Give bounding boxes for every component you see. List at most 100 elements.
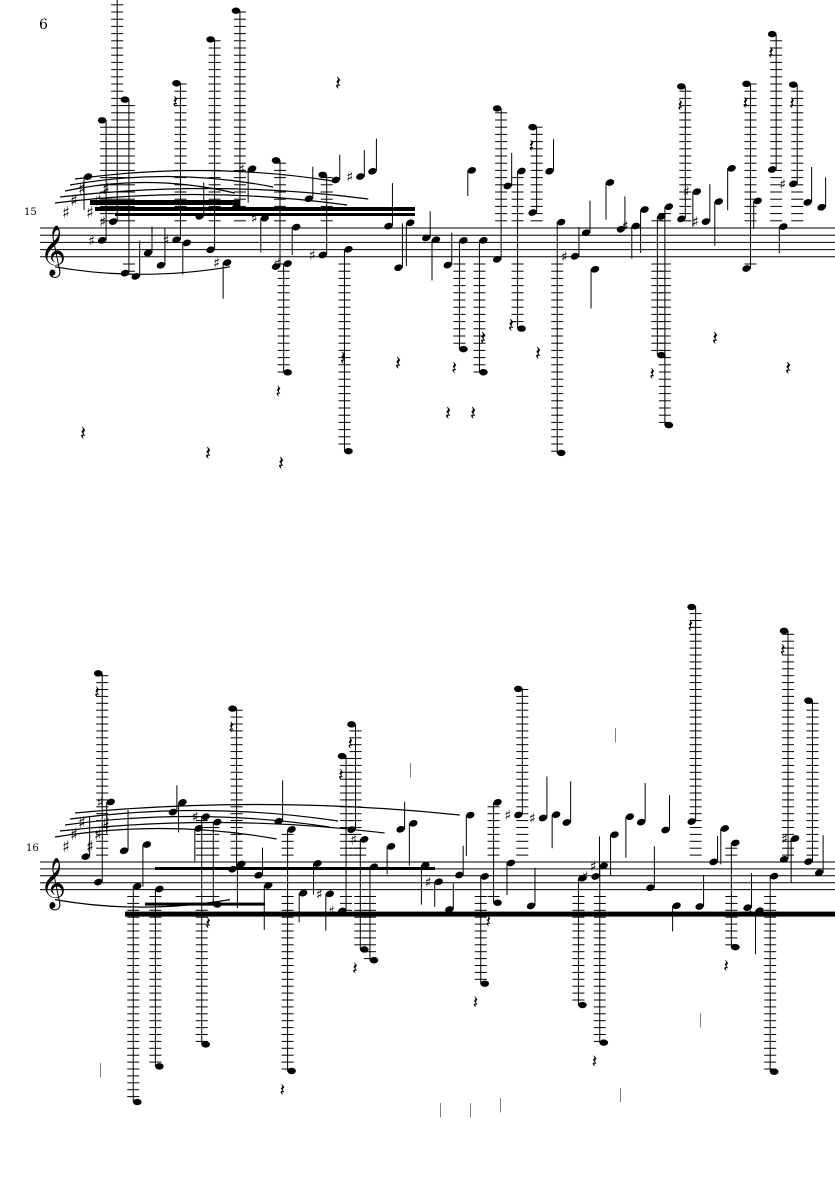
note-head (727, 164, 736, 172)
quarter-rest: 𝄽 (348, 733, 354, 754)
sharp-accidental: ♯ (97, 795, 104, 811)
quarter-rest: 𝄽 (723, 956, 729, 977)
note-head (779, 856, 789, 863)
sharp-accidental: ♯ (62, 837, 70, 856)
sharp-accidental: ♯ (70, 191, 78, 210)
slur (54, 266, 231, 275)
measure-number-16: 16 (26, 843, 39, 854)
note-head (599, 1039, 609, 1046)
note-head (422, 234, 431, 242)
note-head (94, 878, 103, 886)
note-head (132, 1098, 142, 1106)
note-head (201, 813, 210, 821)
note-head (206, 246, 215, 254)
note-head (194, 825, 204, 832)
slur (64, 181, 235, 194)
sharp-accidental: ♯ (62, 203, 70, 222)
note-head (396, 825, 405, 833)
slur (74, 169, 334, 182)
note-head (337, 907, 347, 915)
note-head (599, 862, 608, 870)
note-head (83, 173, 93, 180)
note-head (467, 167, 476, 174)
note-head (142, 841, 152, 848)
note-head (274, 817, 283, 825)
sharp-accidental: ♯ (213, 256, 220, 272)
note-head (803, 199, 812, 206)
note-head (578, 1001, 587, 1009)
note-head (610, 831, 619, 839)
note-head (479, 236, 488, 244)
note-head (318, 171, 327, 179)
note-head (318, 251, 327, 259)
note-head (779, 627, 789, 635)
note-head (570, 252, 580, 260)
note-head (356, 173, 365, 180)
note-head (178, 799, 187, 806)
note-head (769, 1068, 779, 1075)
note-head (283, 369, 292, 376)
note-head (172, 236, 181, 244)
note-head (528, 123, 537, 131)
quarter-rest: 𝄽 (352, 958, 358, 979)
note-head (767, 30, 777, 38)
note-head (731, 839, 740, 847)
sharp-accidental: ♯ (622, 219, 629, 235)
beam (115, 213, 415, 216)
note-head (631, 222, 640, 230)
grace-rest-cluster: 𝅥 (470, 1101, 471, 1126)
note-head (578, 874, 587, 882)
beam (155, 867, 435, 870)
note-head (131, 273, 140, 280)
note-head (804, 697, 813, 704)
beam (90, 200, 240, 205)
note-head (182, 239, 191, 247)
note-head (228, 705, 237, 712)
sharp-accidental: ♯ (78, 813, 86, 832)
note-head (292, 223, 301, 231)
sharp-accidental: ♯ (683, 185, 690, 201)
note-head (466, 811, 475, 819)
note-head (743, 904, 752, 912)
note-head (492, 105, 502, 112)
note-head (557, 218, 566, 226)
quarter-rest: 𝄽 (335, 71, 341, 95)
note-head (369, 863, 379, 871)
note-head (344, 245, 353, 253)
sharp-accidental: ♯ (781, 831, 788, 847)
note-head (753, 197, 762, 205)
quarter-rest: 𝄽 (470, 401, 476, 425)
note-head (672, 902, 681, 910)
note-head (360, 946, 369, 953)
sharp-accidental: ♯ (88, 233, 95, 249)
sharp-accidental: ♯ (350, 832, 357, 848)
note-head (231, 7, 241, 14)
sharp-accidental: ♯ (581, 869, 588, 885)
note-head (384, 222, 393, 230)
note-head (492, 255, 502, 263)
sharp-accidental: ♯ (94, 191, 102, 210)
note-head (120, 96, 130, 103)
note-head (206, 36, 215, 43)
sharp-accidental: ♯ (590, 859, 597, 875)
quarter-rest: 𝄽 (229, 718, 235, 739)
sharp-accidental: ♯ (316, 887, 323, 903)
note-head (616, 225, 626, 233)
sharp-accidental: ♯ (102, 813, 110, 832)
grace-rest-cluster: 𝅥 (100, 1061, 101, 1086)
note-head (817, 203, 826, 211)
note-head (526, 902, 536, 910)
note-head (168, 808, 178, 816)
sharp-accidental: ♯ (346, 169, 353, 185)
note-head (517, 167, 526, 175)
sharp-accidental: ♯ (162, 233, 169, 249)
quarter-rest: 𝄽 (486, 912, 492, 933)
note-head (271, 263, 281, 270)
note-head (222, 259, 232, 266)
measure-number-15: 15 (24, 207, 37, 218)
quarter-rest: 𝄽 (276, 381, 282, 402)
note-head (454, 871, 464, 879)
note-head (605, 179, 615, 186)
note-head (347, 721, 356, 728)
quarter-rest: 𝄽 (473, 993, 479, 1014)
